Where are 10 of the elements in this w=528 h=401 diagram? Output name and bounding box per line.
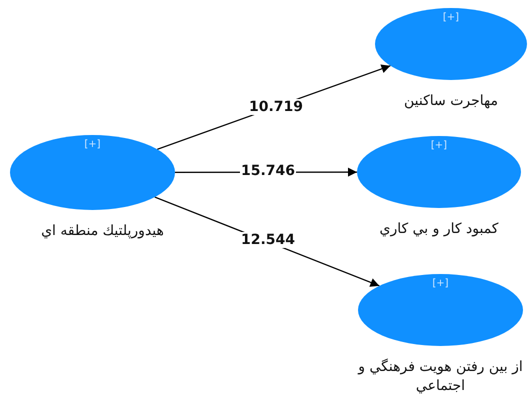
expand-marker: [+] (432, 278, 449, 289)
variable-label: از بين رفتن هويت فرهنگي و اجتماعي (358, 358, 523, 396)
variable-label: هيدورپلتيك منطقه اي (40, 222, 165, 241)
expand-marker: [+] (430, 140, 448, 151)
variable-label: كمبود كار و بي كاري (378, 220, 500, 239)
expand-marker: [+] (84, 139, 101, 150)
variable-label: مهاجرت ساكنين (403, 92, 499, 111)
expand-marker: [+] (442, 12, 460, 23)
edge-label: 10.719 (248, 99, 304, 115)
edge-label: 12.544 (240, 232, 296, 248)
